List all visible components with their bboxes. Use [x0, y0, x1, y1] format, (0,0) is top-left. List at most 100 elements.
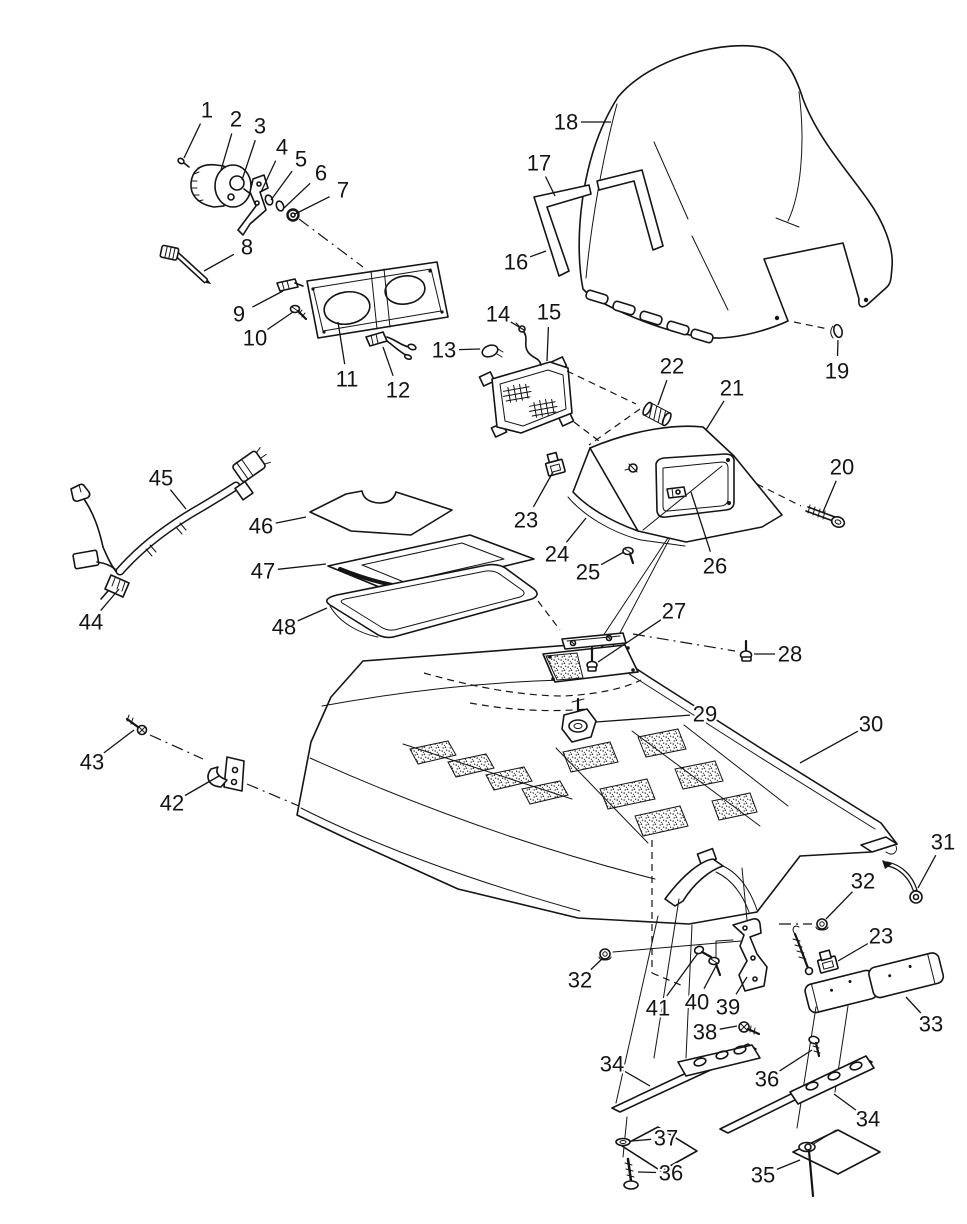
callout-label-5: 5 — [295, 147, 307, 172]
pod-nut-23 — [544, 451, 566, 477]
callout-leader-36 — [779, 1049, 813, 1072]
windshield-fastener — [793, 321, 844, 339]
callout-leader-27 — [597, 618, 662, 663]
callout-label-28: 28 — [778, 642, 802, 667]
callout-label-13: 13 — [432, 338, 456, 363]
hood-vents-right — [555, 724, 789, 844]
callout-label-40: 40 — [685, 990, 709, 1015]
callout-label-33: 33 — [919, 1012, 943, 1037]
hood-screw-43 — [125, 714, 148, 736]
callout-leader-34 — [624, 1070, 651, 1087]
callout-label-27: 27 — [662, 599, 686, 624]
callout-leader-5 — [270, 170, 293, 201]
windshield — [533, 44, 893, 344]
callout-label-34: 34 — [856, 1107, 880, 1132]
callout-label-34: 34 — [600, 1052, 624, 1077]
callout-label-12: 12 — [386, 378, 410, 403]
adjuster-screw — [159, 244, 212, 285]
callout-label-36: 36 — [659, 1161, 683, 1186]
callout-label-48: 48 — [272, 615, 296, 640]
pod-screw-25 — [622, 546, 635, 565]
callout-leader-38 — [719, 1025, 738, 1030]
trim-strip-34-right — [719, 1055, 881, 1175]
pod-screw-20 — [805, 504, 846, 528]
callout-leader-13 — [458, 348, 481, 351]
callout-label-43: 43 — [80, 750, 104, 775]
callout-leader-32 — [590, 957, 604, 971]
callout-label-24: 24 — [545, 542, 569, 567]
callout-label-23: 23 — [514, 508, 538, 533]
callout-leader-39 — [735, 976, 748, 995]
callout-leader-4 — [260, 160, 277, 193]
callout-leader-48 — [297, 607, 328, 622]
callout-leader-26 — [690, 491, 712, 552]
callout-leader-23 — [532, 471, 554, 508]
headlight-spring — [642, 401, 672, 427]
callout-label-35: 35 — [751, 1163, 775, 1188]
callout-label-11: 11 — [336, 367, 359, 392]
screw-40 — [708, 939, 734, 977]
callout-leader-23 — [837, 942, 869, 962]
callout-leader-15 — [546, 326, 550, 362]
callout-leader-9 — [251, 290, 284, 308]
callout-label-45: 45 — [149, 466, 173, 491]
callout-label-41: 41 — [646, 996, 670, 1021]
callout-label-26: 26 — [703, 554, 727, 579]
callout-leader-44 — [100, 588, 120, 612]
callout-label-16: 16 — [504, 250, 528, 275]
callout-label-20: 20 — [830, 455, 854, 480]
bulb-wire — [522, 330, 542, 366]
callout-label-42: 42 — [160, 791, 184, 816]
callout-label-15: 15 — [537, 300, 561, 325]
windshield-trim-16 — [533, 184, 592, 277]
hood-headlight-opening — [542, 644, 639, 683]
callout-leader-21 — [705, 400, 725, 431]
callout-label-46: 46 — [249, 514, 273, 539]
callout-label-29: 29 — [693, 702, 717, 727]
callout-leader-7 — [294, 196, 330, 215]
callout-leader-37 — [631, 1138, 652, 1142]
callout-leader-25 — [600, 551, 625, 566]
headlight-bezel — [655, 453, 735, 518]
dash-panel-assembly — [276, 261, 449, 361]
windshield-trim-17 — [596, 169, 664, 251]
windshield-tabs — [585, 289, 714, 344]
callout-leader-1 — [183, 123, 202, 159]
callout-leader-35 — [776, 1159, 801, 1171]
callout-label-18: 18 — [554, 110, 578, 135]
callout-leader-36 — [637, 1171, 657, 1174]
callout-leader-40 — [703, 965, 717, 990]
callout-leader-45 — [169, 489, 187, 510]
pin-35 — [798, 1141, 816, 1198]
callout-leader-17 — [544, 176, 556, 197]
callout-label-19: 19 — [825, 359, 849, 384]
hood-latch-grommet — [561, 697, 597, 743]
nut-23-bottom — [816, 949, 839, 974]
callout-label-1: 1 — [201, 98, 213, 123]
callout-leader-46 — [275, 516, 307, 524]
callout-label-39: 39 — [716, 995, 740, 1020]
wiring-harness — [70, 447, 272, 600]
callout-leader-11 — [337, 321, 346, 365]
callout-leader-6 — [283, 182, 311, 209]
callout-label-14: 14 — [486, 302, 510, 327]
callout-label-36: 36 — [755, 1067, 779, 1092]
callout-label-38: 38 — [693, 1020, 717, 1045]
callout-leader-22 — [657, 379, 668, 406]
hood-corner-channel — [651, 840, 758, 1059]
screw-38 — [738, 1021, 761, 1036]
bracket-39 — [732, 918, 768, 992]
callout-leader-30 — [799, 730, 859, 764]
callout-leader-33 — [905, 996, 922, 1014]
callout-leader-42 — [184, 775, 220, 797]
callout-label-6: 6 — [315, 161, 327, 186]
callout-label-3: 3 — [254, 114, 266, 139]
callout-leader-31 — [917, 854, 937, 889]
callout-leader-12 — [382, 346, 394, 377]
callout-label-32: 32 — [568, 968, 592, 993]
hood — [125, 632, 898, 1059]
callout-leader-34 — [833, 1093, 857, 1111]
callout-label-32: 32 — [851, 869, 875, 894]
